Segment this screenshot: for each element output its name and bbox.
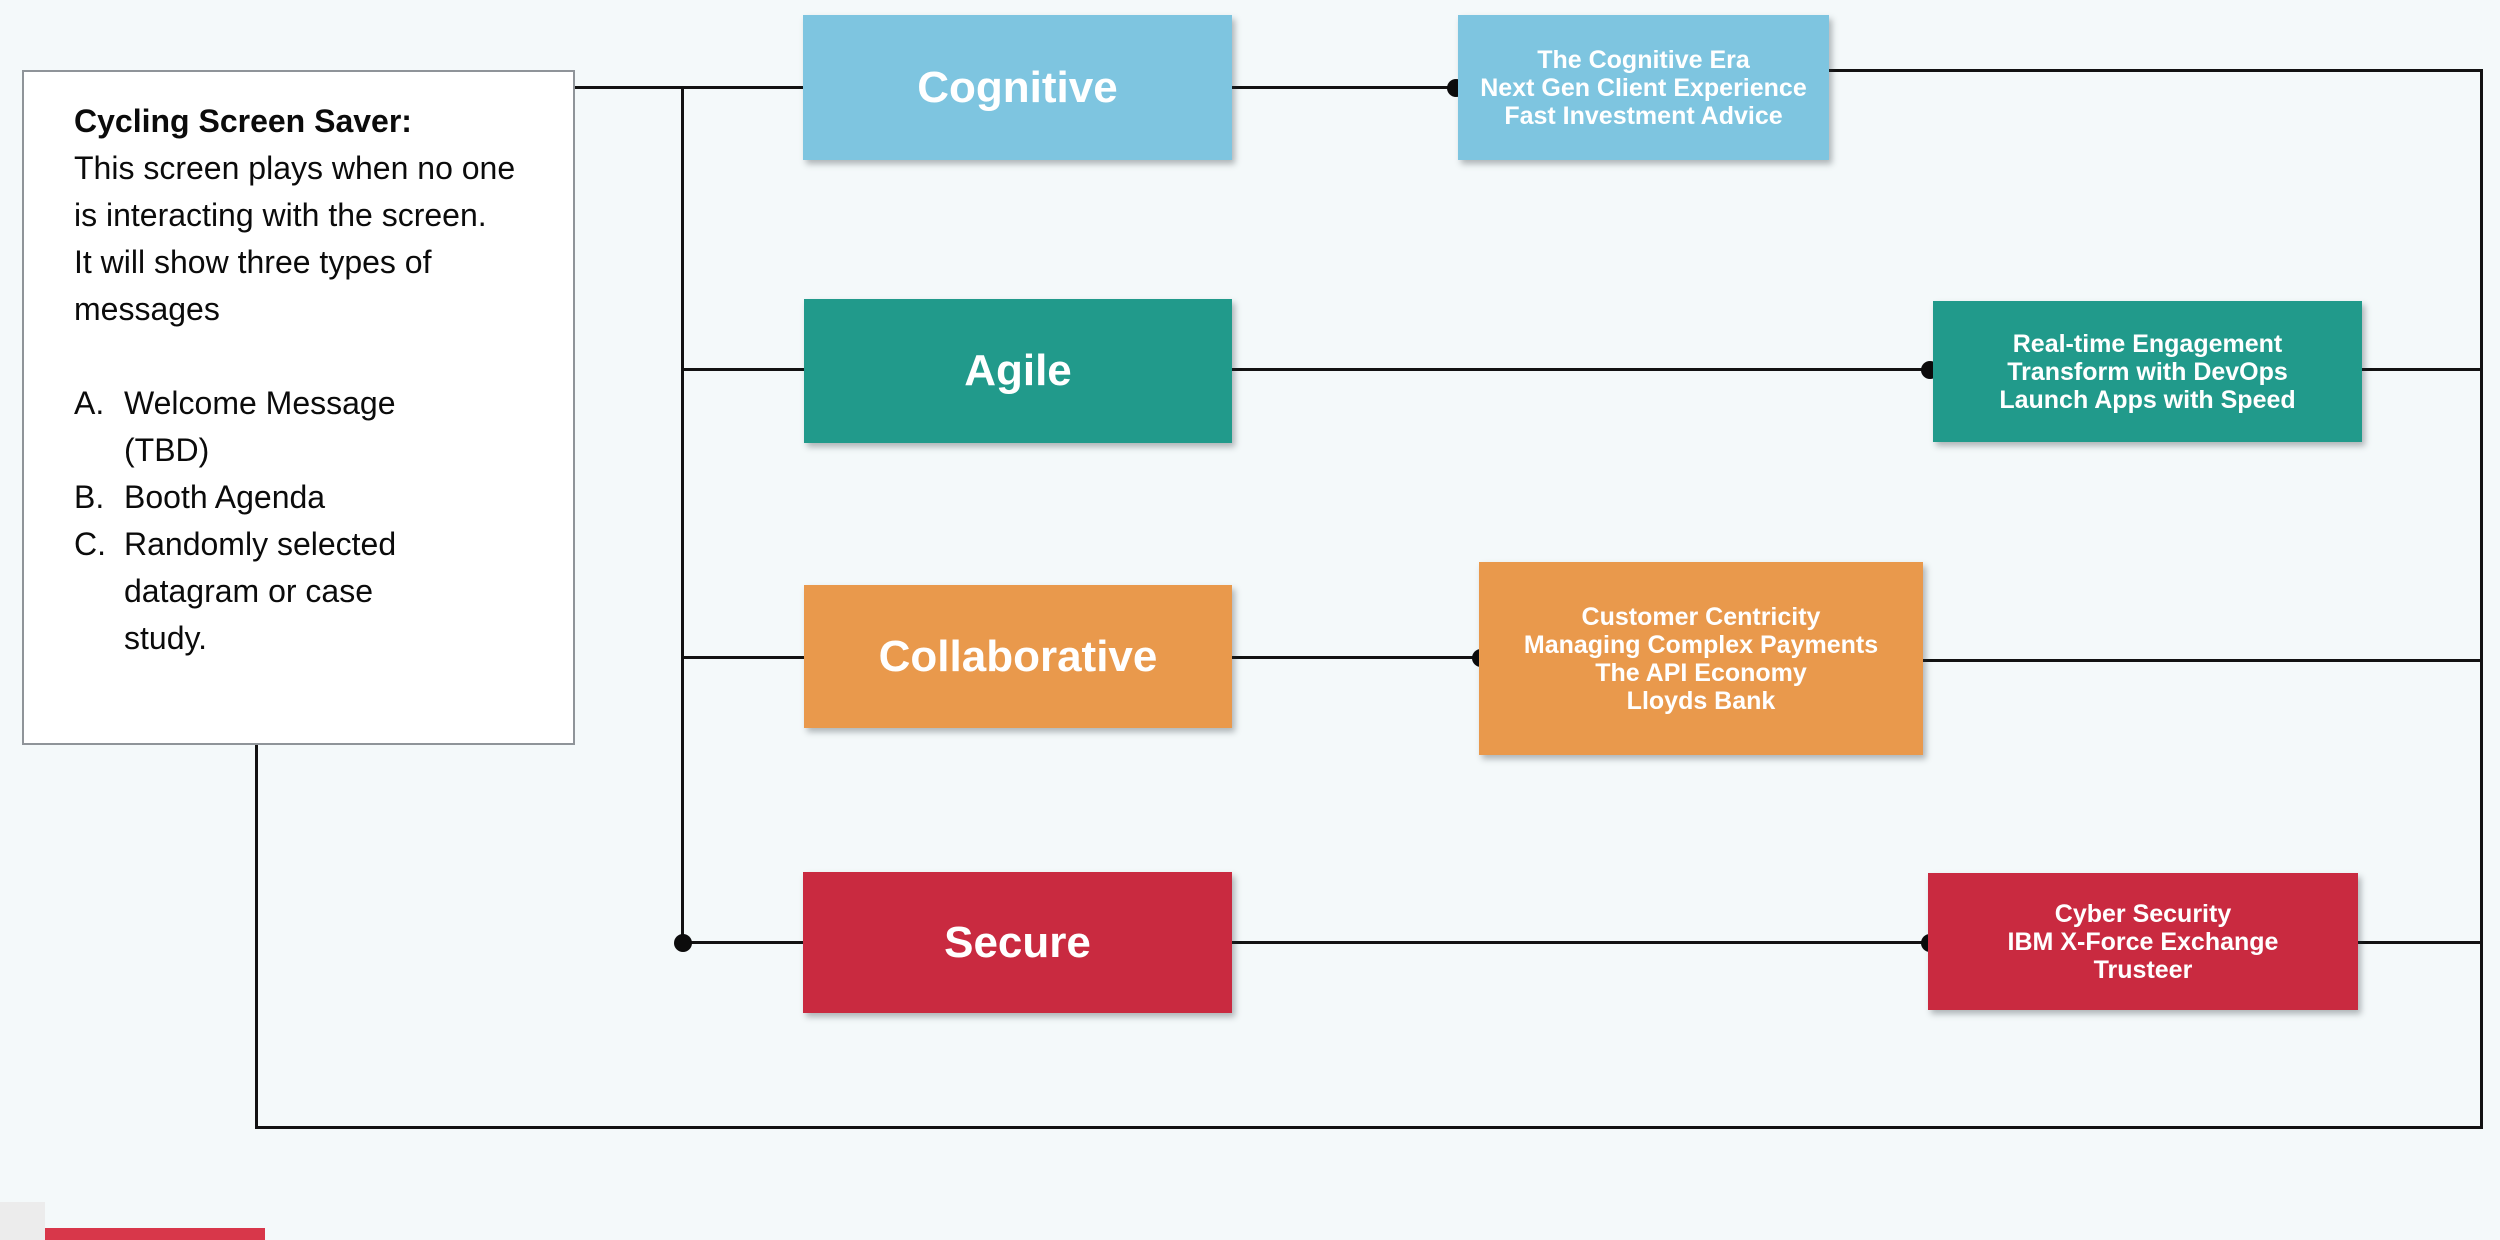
topic-box-agile: Real-time Engagement Transform with DevO… xyxy=(1933,301,2362,442)
connector-trunk-to-secure xyxy=(683,941,826,944)
list-marker: A. xyxy=(74,385,105,421)
note-paragraph-2: It will show three types of messages xyxy=(74,244,432,327)
connector-agile-exit xyxy=(2362,368,2482,371)
topic-line: Trusteer xyxy=(2093,955,2193,984)
topic-line: Transform with DevOps xyxy=(2007,357,2288,386)
category-box-secure: Secure xyxy=(803,872,1232,1013)
category-label: Collaborative xyxy=(878,631,1158,681)
note-paragraph-1: This screen plays when no one is interac… xyxy=(74,150,516,233)
connector-collaborative-to-topics xyxy=(1232,656,1480,659)
topic-line: IBM X-Force Exchange xyxy=(2007,927,2279,956)
connector-trunk-to-collaborative xyxy=(683,656,826,659)
topic-box-collaborative: Customer Centricity Managing Complex Pay… xyxy=(1479,562,1923,755)
topic-line: The Cognitive Era xyxy=(1537,45,1750,74)
connector-bottom-return xyxy=(255,1126,2483,1129)
connector-note-drop xyxy=(255,745,258,1128)
list-item-text: Welcome Message (TBD) xyxy=(124,385,396,468)
connector-collaborative-exit xyxy=(1923,659,2482,662)
connector-trunk-vertical xyxy=(681,86,684,944)
topic-line: Cyber Security xyxy=(2054,899,2232,928)
list-marker: B. xyxy=(74,479,105,515)
screen-saver-note: Cycling Screen Saver: This screen plays … xyxy=(22,70,575,745)
slide-edge-fragment xyxy=(0,1202,45,1240)
topic-box-secure: Cyber Security IBM X-Force Exchange Trus… xyxy=(1928,873,2358,1010)
list-marker: C. xyxy=(74,526,106,562)
topic-line: The API Economy xyxy=(1595,658,1807,687)
topic-line: Managing Complex Payments xyxy=(1523,630,1879,659)
connector-trunk-to-agile xyxy=(683,368,826,371)
list-item-text: Booth Agenda xyxy=(124,479,326,515)
connector-secure-to-topics xyxy=(1232,941,1929,944)
category-box-agile: Agile xyxy=(804,299,1232,443)
slide-edge-fragment-red xyxy=(45,1228,265,1240)
list-item: A. Welcome Message (TBD) xyxy=(74,380,545,474)
category-label: Secure xyxy=(944,917,1091,967)
category-box-cognitive: Cognitive xyxy=(803,15,1232,160)
connector-note-to-cognitive xyxy=(575,86,826,89)
category-label: Cognitive xyxy=(917,62,1118,112)
list-item-text: Randomly selected datagram or case study… xyxy=(124,526,397,656)
note-message-list: A. Welcome Message (TBD) B. Booth Agenda… xyxy=(74,380,545,662)
junction-dot xyxy=(674,934,692,952)
category-label: Agile xyxy=(964,346,1072,395)
topic-line: Fast Investment Advice xyxy=(1504,101,1783,130)
topic-box-cognitive: The Cognitive Era Next Gen Client Experi… xyxy=(1458,15,1829,160)
note-title: Cycling Screen Saver: xyxy=(74,103,412,139)
connector-right-rail xyxy=(2480,69,2483,1128)
list-item: C. Randomly selected datagram or case st… xyxy=(74,521,545,662)
topic-line: Lloyds Bank xyxy=(1626,686,1776,715)
connector-cognitive-to-topics xyxy=(1232,86,1458,89)
topic-line: Real-time Engagement xyxy=(2012,329,2283,358)
topic-line: Customer Centricity xyxy=(1581,602,1821,631)
list-item: B. Booth Agenda xyxy=(74,474,545,521)
connector-agile-to-topics xyxy=(1232,368,1933,371)
topic-line: Next Gen Client Experience xyxy=(1480,73,1807,102)
connector-secure-exit xyxy=(2358,941,2482,944)
category-box-collaborative: Collaborative xyxy=(804,585,1232,728)
topic-line: Launch Apps with Speed xyxy=(1999,385,2296,414)
connector-cognitive-exit xyxy=(1829,69,2482,72)
